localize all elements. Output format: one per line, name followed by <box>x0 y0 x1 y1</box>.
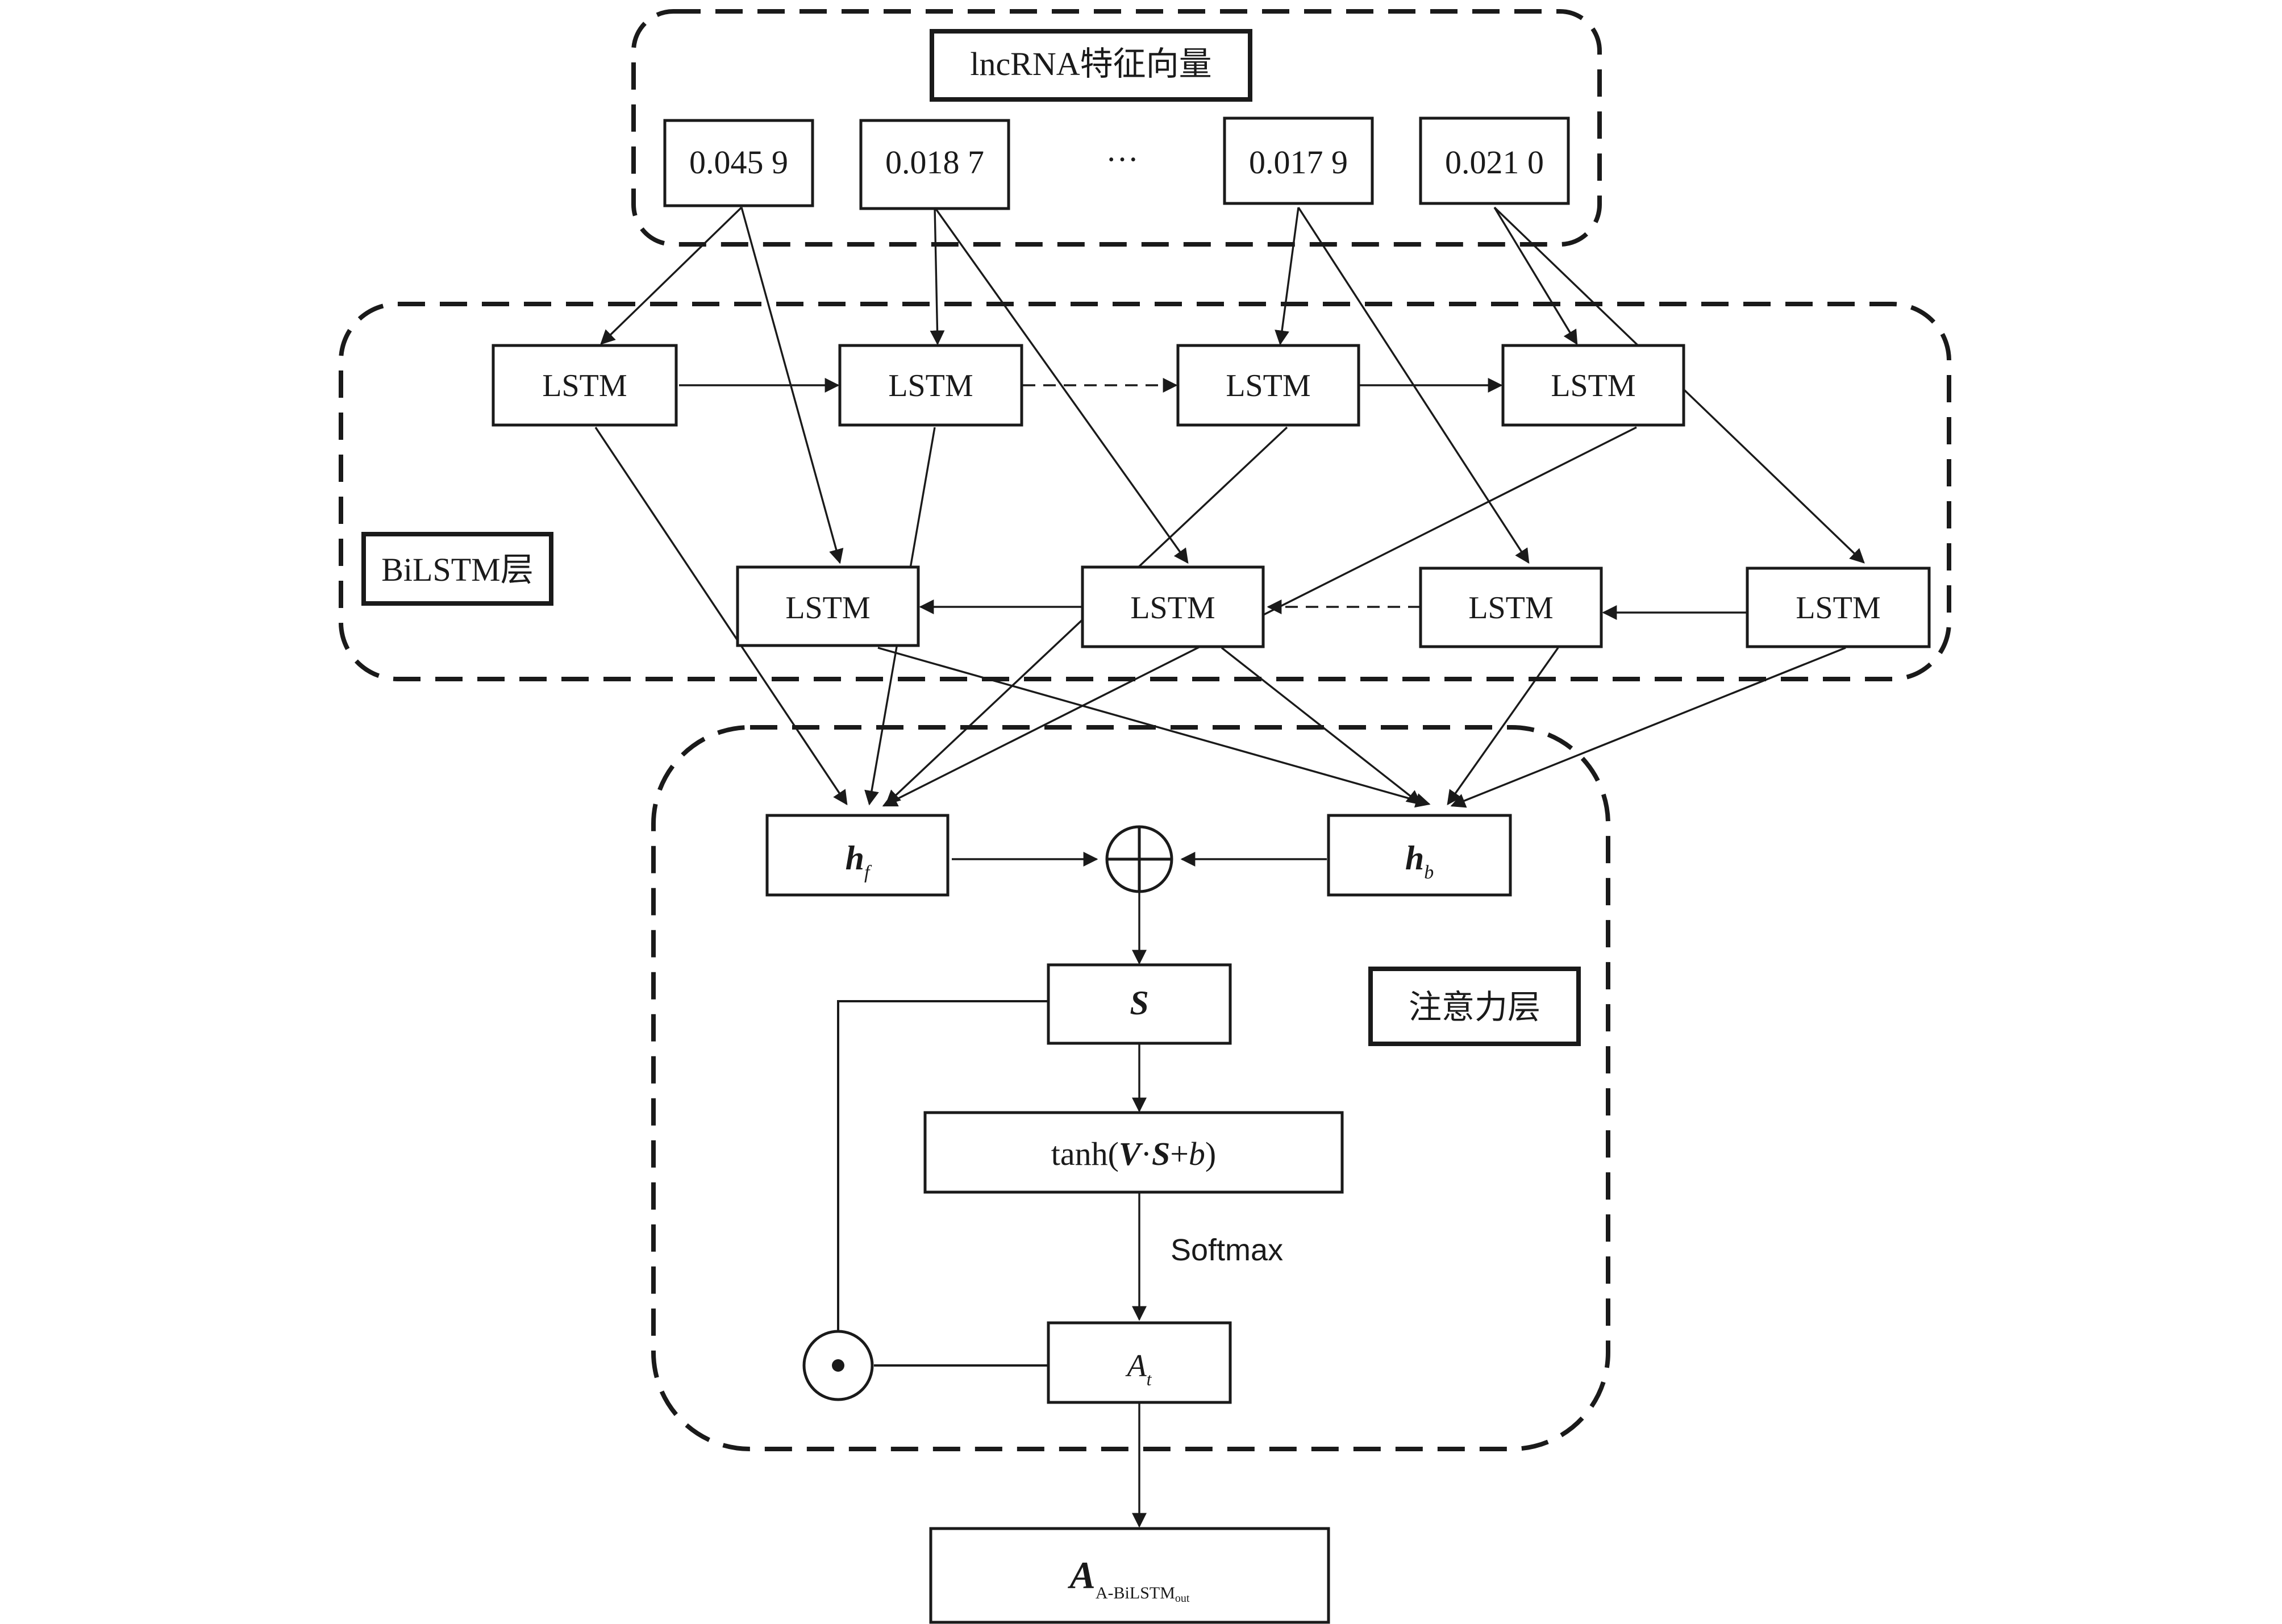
bilstm-layer-tag: BiLSTM层 <box>381 551 534 588</box>
arrow-bwd2-hb <box>1221 647 1422 805</box>
input-value-3: 0.017 9 <box>1223 116 1374 205</box>
tanh-suffix: ) <box>1205 1135 1216 1172</box>
svg-text:0.045 9: 0.045 9 <box>689 144 788 181</box>
arrow-bwd3-hb <box>1447 647 1559 806</box>
hf-main: h <box>846 839 864 877</box>
s-box: S <box>1047 963 1232 1045</box>
line-s-to-hadamard <box>837 1000 1047 1331</box>
svg-text:LSTM: LSTM <box>1130 590 1215 626</box>
at-sub: t <box>1147 1369 1152 1389</box>
hf-box: hf <box>765 814 950 897</box>
forward-lstm-3: LSTM <box>1176 344 1360 427</box>
arrow-in1-fwd1 <box>600 206 743 345</box>
hb-box: hb <box>1327 814 1512 897</box>
arrow-in2-fwd2 <box>930 207 945 345</box>
output-subsub: out <box>1175 1592 1190 1605</box>
backward-lstm-4: LSTM <box>1746 567 1931 648</box>
hadamard-operator <box>802 1330 874 1401</box>
svg-text:LSTM: LSTM <box>1551 368 1635 403</box>
svg-text:hb: hb <box>1405 839 1434 883</box>
backward-lstm-3: LSTM <box>1419 567 1603 648</box>
hb-sub: b <box>1424 862 1434 883</box>
hb-main: h <box>1405 839 1424 877</box>
bilstm-layer-tag-box <box>361 532 553 606</box>
softmax-label: Softmax <box>1171 1233 1283 1267</box>
attention-layer-tag: 注意力层 <box>1409 989 1540 1026</box>
input-region <box>631 9 1602 247</box>
concat-operator <box>1105 825 1173 893</box>
input-value-2: 0.018 7 <box>859 119 1010 210</box>
output-sub: A-BiLSTM <box>1096 1584 1175 1602</box>
svg-text:0.017 9: 0.017 9 <box>1249 144 1348 181</box>
backward-lstm-1: LSTM <box>736 565 920 647</box>
arrow-in2-bwd2 <box>934 207 1189 564</box>
arrow-fwd1-hf <box>594 427 848 806</box>
tanh-v: V <box>1119 1135 1143 1172</box>
svg-text:LSTM: LSTM <box>888 368 973 403</box>
svg-text:LSTM: LSTM <box>1226 368 1310 403</box>
output-box: AA-BiLSTMout <box>929 1527 1330 1624</box>
backward-lstm-2: LSTM <box>1081 565 1265 648</box>
svg-text:LSTM: LSTM <box>785 590 870 626</box>
tanh-s: S <box>1152 1135 1170 1172</box>
svg-text:0.018 7: 0.018 7 <box>885 144 984 181</box>
input-ellipsis: ··· <box>1106 141 1139 178</box>
at-main: A <box>1125 1348 1147 1384</box>
arrow-bwd4-hb <box>1450 647 1846 808</box>
forward-lstm-2: LSTM <box>838 344 1023 427</box>
arrow-in3-fwd3 <box>1275 207 1300 345</box>
tanh-plus: + <box>1170 1135 1189 1172</box>
input-value-1: 0.045 9 <box>663 119 814 207</box>
s-label: S <box>1130 984 1148 1022</box>
attention-layer-tag-box <box>1368 967 1581 1046</box>
svg-text:LSTM: LSTM <box>1796 590 1880 626</box>
forward-lstm-4: LSTM <box>1501 344 1685 427</box>
input-title-box <box>930 29 1252 102</box>
at-box: At <box>1047 1321 1232 1404</box>
input-title: lncRNA特征向量 <box>970 45 1211 82</box>
svg-text:At: At <box>1125 1348 1152 1389</box>
svg-text:0.021 0: 0.021 0 <box>1445 144 1544 181</box>
attention-region <box>651 725 1610 1451</box>
tanh-prefix: tanh( <box>1051 1135 1119 1172</box>
svg-text:LSTM: LSTM <box>1468 590 1553 626</box>
input-value-4: 0.021 0 <box>1419 116 1570 205</box>
output-main: A <box>1068 1554 1096 1597</box>
arrow-bwd1-hb <box>877 647 1431 808</box>
arrow-in4-fwd4 <box>1493 207 1578 345</box>
tanh-b: b <box>1189 1135 1205 1172</box>
svg-text:tanh(V·S+b): tanh(V·S+b) <box>1051 1135 1217 1172</box>
tanh-dot: · <box>1141 1135 1152 1172</box>
tanh-box: tanh(V·S+b) <box>923 1111 1344 1194</box>
svg-text:AA-BiLSTMout: AA-BiLSTMout <box>1068 1554 1190 1605</box>
forward-lstm-1: LSTM <box>492 344 678 427</box>
svg-text:LSTM: LSTM <box>542 368 627 403</box>
